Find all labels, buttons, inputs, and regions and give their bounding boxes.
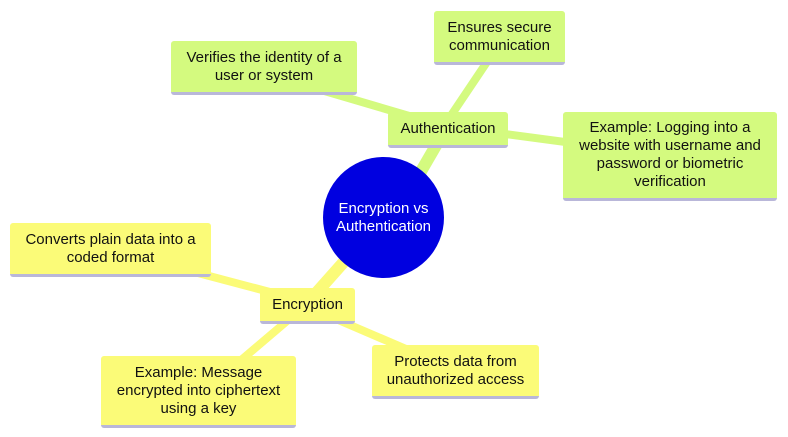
encryption-label: Encryption bbox=[272, 295, 343, 313]
enc-child-protects-data-text: Protects data from unauthorized access bbox=[386, 352, 525, 388]
root-node: Encryption vs Authentication bbox=[323, 157, 444, 278]
auth-child-secure-communication: Ensures secure communication bbox=[434, 11, 565, 65]
auth-child-secure-communication-text: Ensures secure communication bbox=[447, 18, 552, 54]
encryption-node: Encryption bbox=[260, 288, 355, 324]
enc-child-protects-data: Protects data from unauthorized access bbox=[372, 345, 539, 399]
enc-child-example-ciphertext: Example: Message encrypted into cipherte… bbox=[101, 356, 296, 428]
auth-child-verifies-identity: Verifies the identity of a user or syste… bbox=[171, 41, 357, 95]
auth-child-verifies-identity-text: Verifies the identity of a user or syste… bbox=[186, 48, 342, 84]
enc-child-example-ciphertext-text: Example: Message encrypted into cipherte… bbox=[116, 363, 281, 417]
authentication-node: Authentication bbox=[388, 112, 508, 148]
enc-child-converts-plain-data-text: Converts plain data into a coded format bbox=[25, 230, 196, 266]
authentication-label: Authentication bbox=[400, 119, 496, 137]
auth-child-example-login: Example: Logging into a website with use… bbox=[563, 112, 777, 201]
enc-child-converts-plain-data: Converts plain data into a coded format bbox=[10, 223, 211, 277]
auth-child-example-login-text: Example: Logging into a website with use… bbox=[579, 119, 761, 190]
root-label: Encryption vs Authentication bbox=[335, 199, 432, 235]
